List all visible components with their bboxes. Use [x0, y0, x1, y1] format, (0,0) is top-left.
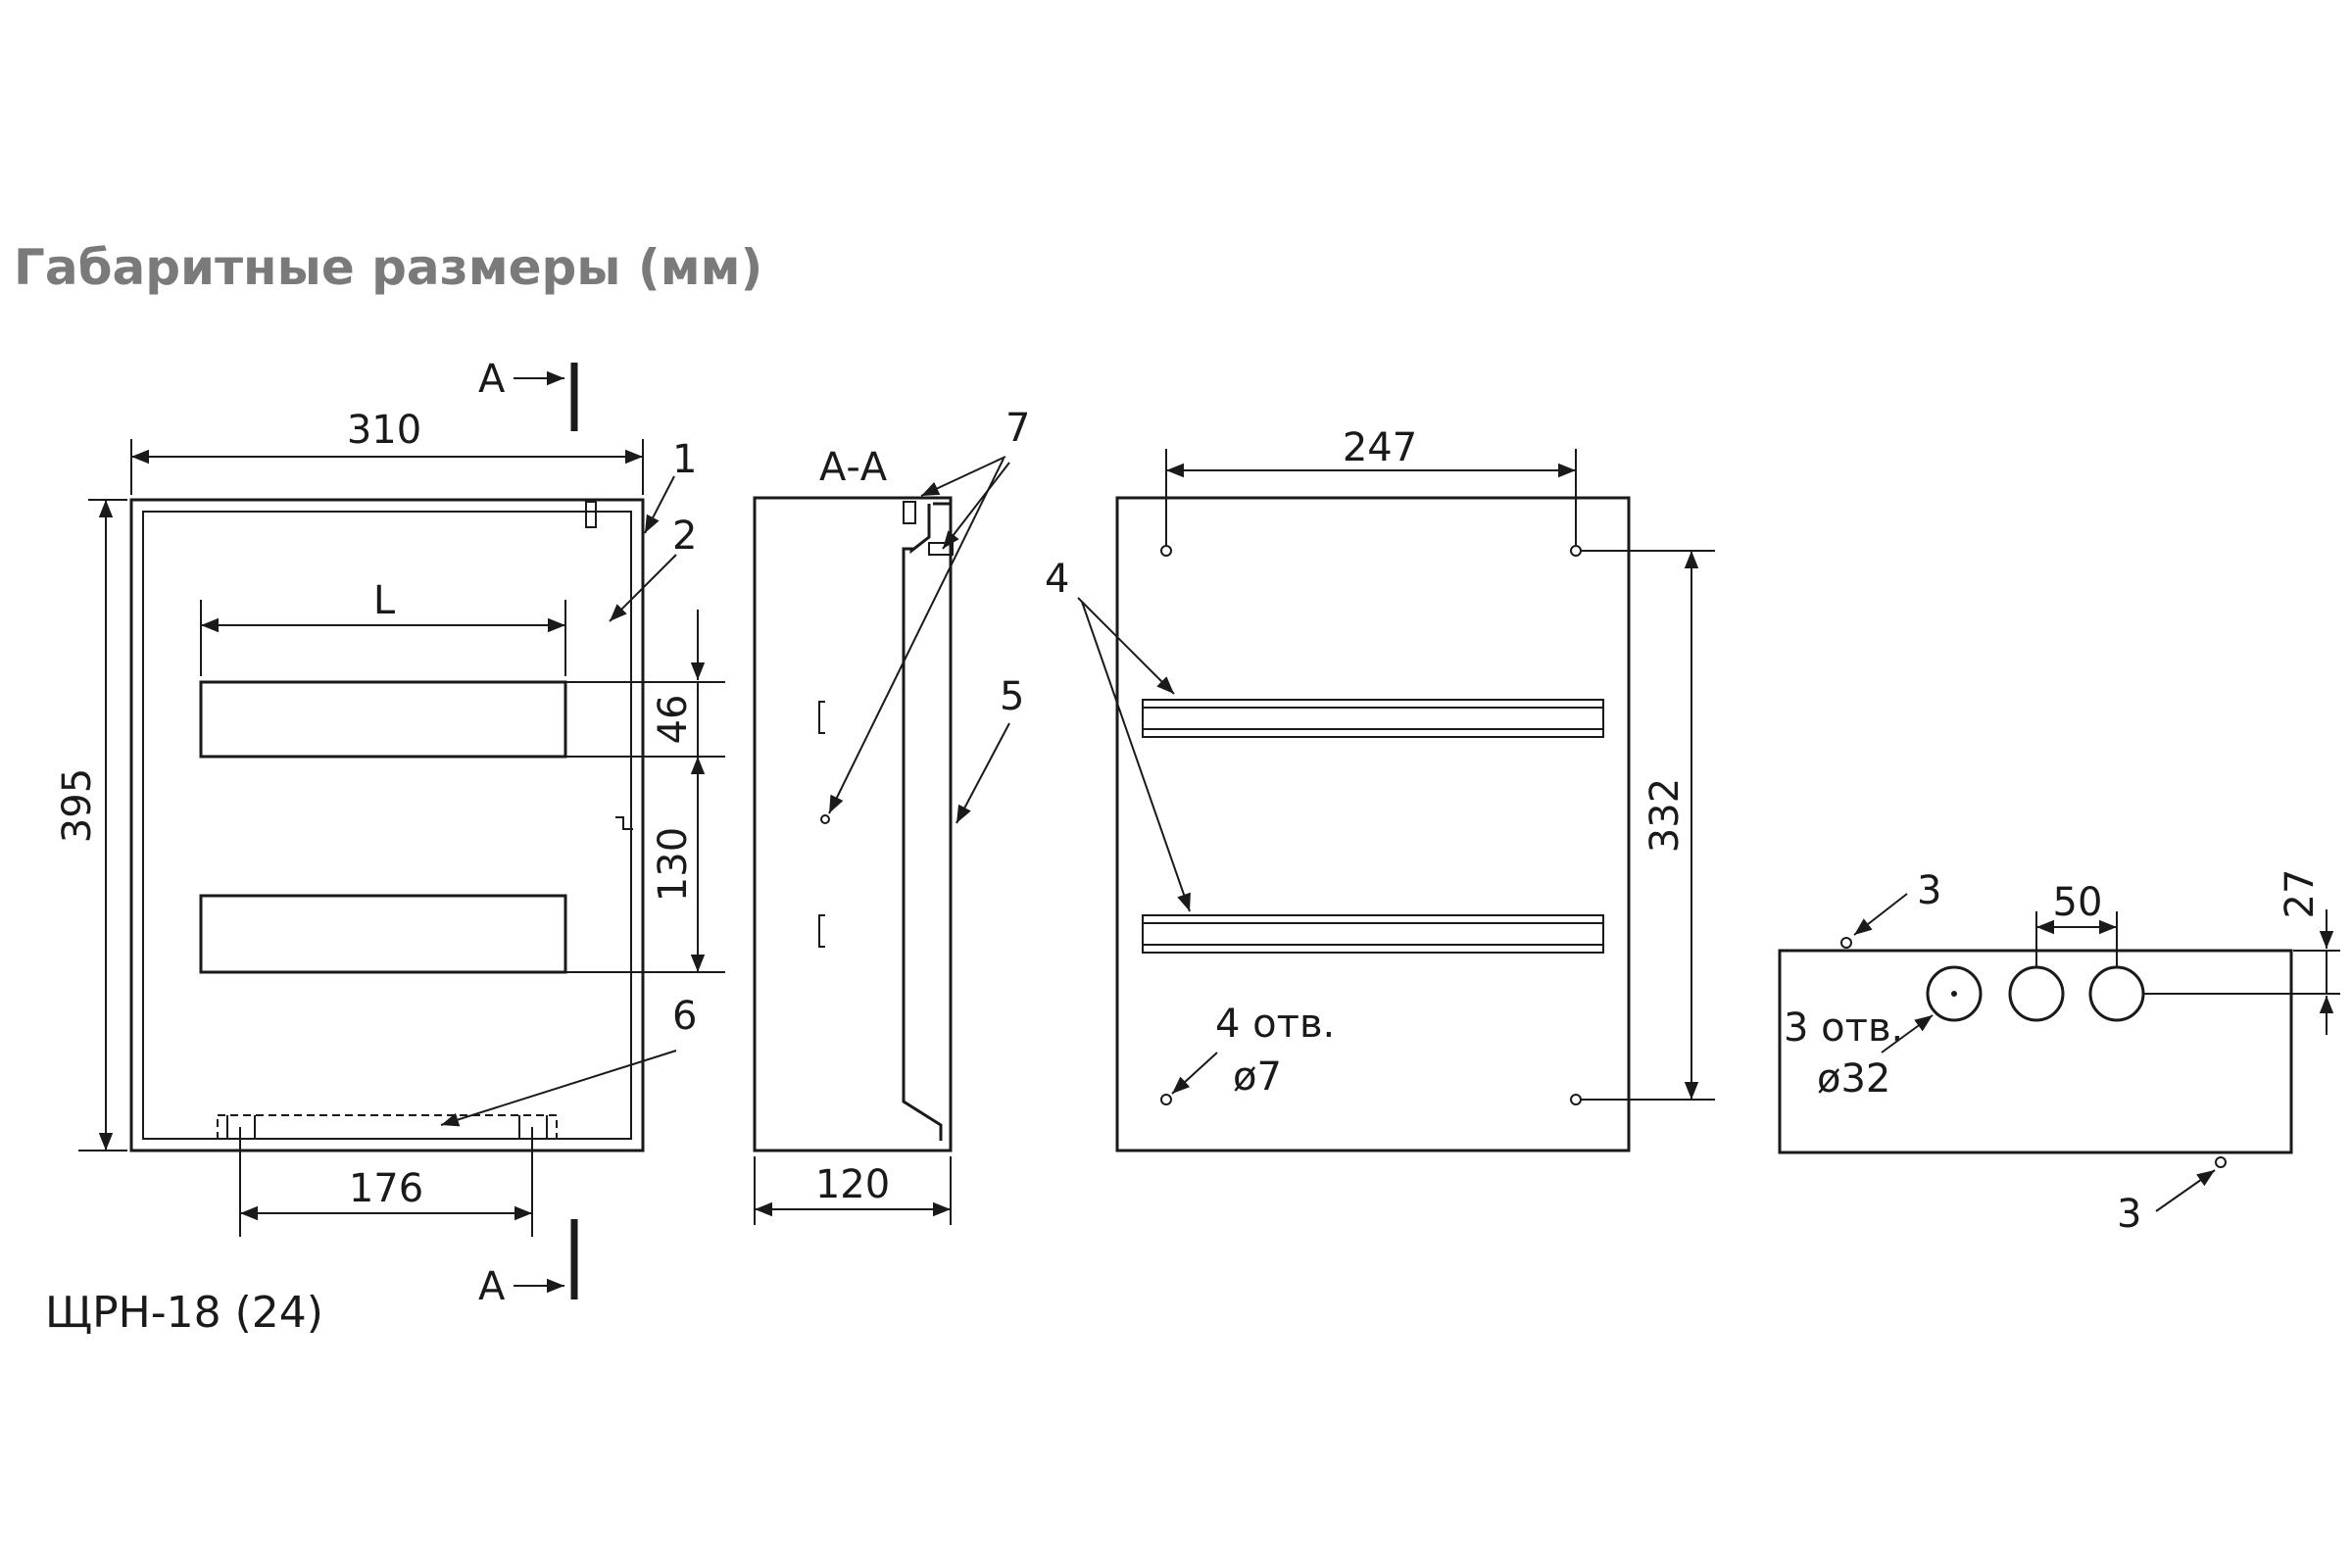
dim-module-height: 46 — [651, 695, 696, 745]
side-lock — [903, 501, 916, 524]
mount-hole-tl — [1160, 545, 1172, 557]
front-hinge — [615, 816, 633, 830]
side-mount-top — [818, 701, 825, 734]
mount-hole-bl — [1160, 1094, 1172, 1105]
dim-knockout-offset: 27 — [2278, 869, 2323, 919]
back-view: 247 332 4 4 отв. ø7 — [1045, 425, 1715, 1152]
front-outer-frame — [129, 498, 645, 1152]
bottom-view: 50 27 3 отв. ø32 3 3 — [1778, 868, 2340, 1237]
knockout-2 — [2008, 965, 2065, 1022]
screw-top — [1840, 937, 1852, 949]
section-label-top: А — [478, 357, 506, 402]
side-body — [753, 496, 953, 1152]
dim-module-length: L — [373, 578, 396, 623]
dim-bottom-span: 176 — [349, 1166, 423, 1211]
dim-hole-spacing-h: 247 — [1343, 425, 1417, 470]
holes-diameter-label: ø7 — [1233, 1054, 1282, 1100]
din-rail-top — [1142, 699, 1604, 738]
section-label-bottom: А — [478, 1264, 506, 1309]
callout-3-bottom: 3 — [2117, 1192, 2141, 1237]
din-rail-bottom — [1142, 914, 1604, 954]
front-view: 310 395 L 46 130 176 А А 1 — [45, 357, 725, 1338]
bottom-dashed-gland — [217, 1114, 558, 1140]
knockouts-count-label: 3 отв. — [1784, 1005, 1903, 1051]
mount-hole-br — [1570, 1094, 1582, 1105]
bottom-panel — [1778, 949, 2293, 1154]
section-view-title: А-А — [819, 445, 888, 490]
front-inner-frame — [142, 511, 632, 1140]
page-title: Габаритные размеры (мм) — [14, 239, 762, 296]
knockout-1 — [1926, 965, 1983, 1022]
dim-width: 310 — [347, 408, 421, 453]
callout-2: 2 — [672, 514, 697, 559]
callout-5: 5 — [1000, 674, 1024, 719]
callout-3-top: 3 — [1917, 868, 1941, 913]
module-window-bottom — [199, 894, 567, 974]
dim-module-pitch: 130 — [651, 827, 696, 902]
callout-7: 7 — [1005, 406, 1030, 451]
knockouts-diameter-label: ø32 — [1817, 1056, 1890, 1102]
side-section-view: А-А 120 7 5 — [753, 406, 1030, 1225]
side-latch — [928, 542, 954, 556]
dim-knockout-spacing: 50 — [2053, 880, 2103, 925]
callout-1: 1 — [672, 437, 697, 482]
front-lock — [585, 501, 597, 528]
callout-4: 4 — [1045, 557, 1069, 602]
holes-count-label: 4 отв. — [1215, 1002, 1335, 1047]
dim-depth: 120 — [815, 1162, 890, 1207]
mount-hole-tr — [1570, 545, 1582, 557]
side-hole — [820, 814, 830, 824]
screw-bottom — [2215, 1156, 2227, 1168]
knockout-3 — [2088, 965, 2145, 1022]
module-window-top — [199, 680, 567, 759]
dim-height: 395 — [55, 768, 100, 843]
dim-hole-spacing-v: 332 — [1642, 778, 1688, 853]
callout-6: 6 — [672, 994, 697, 1039]
back-panel — [1115, 496, 1631, 1152]
model-label: ЩРН-18 (24) — [45, 1288, 323, 1338]
side-mount-bottom — [818, 914, 825, 948]
side-door-profile — [902, 502, 951, 1141]
